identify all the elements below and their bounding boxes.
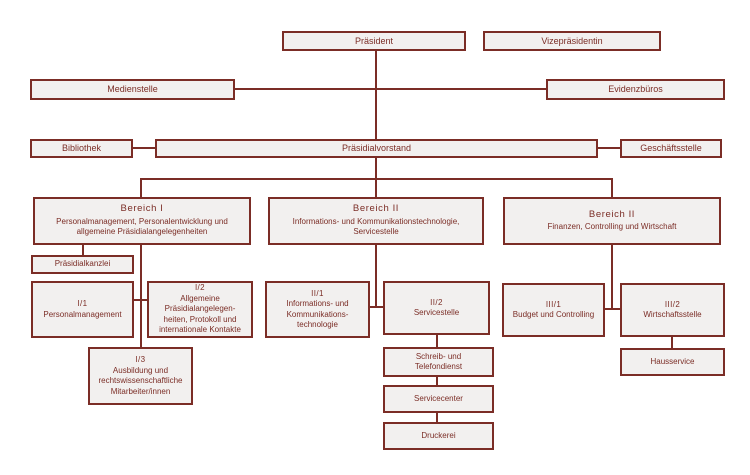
connector-servicecenter-druckerei — [436, 413, 438, 422]
connector-vorstand-bereiche — [375, 158, 377, 197]
org-box-vizepraesidentin: Vizepräsidentin — [483, 31, 661, 51]
connector-schreib-servicecenter — [436, 377, 438, 385]
connector-vorstand-geschaeftsstelle — [598, 147, 620, 149]
org-box-medienstelle: Medienstelle — [30, 79, 235, 100]
org-box-praesidialkanzlei: Präsidialkanzlei — [31, 255, 134, 274]
connector-bereichii-drop — [375, 245, 377, 308]
connector-iii1-iii2 — [605, 308, 620, 310]
org-box-praesident: Präsident — [282, 31, 466, 51]
org-box-hausservice: Hausservice — [620, 348, 725, 376]
connector-i1-i2 — [134, 299, 147, 301]
org-box-servicecenter: Servicecenter — [383, 385, 494, 413]
org-box-evidenzbueros: Evidenzbüros — [546, 79, 725, 100]
connector-bereichi-i3 — [140, 245, 142, 347]
connector-iii2-hausservice — [671, 337, 673, 348]
connector-drop-bereich-iii — [611, 178, 613, 197]
connector-ii1-ii2 — [370, 306, 383, 308]
org-box-bibliothek: Bibliothek — [30, 139, 133, 158]
connector-bereiche-horizontal — [140, 178, 613, 180]
connector-medienstelle-evidenzbueros — [235, 88, 546, 90]
connector-praesident-vorstand — [375, 51, 377, 139]
org-box-praesidialvorstand: Präsidialvorstand — [155, 139, 598, 158]
connector-drop-bereich-i — [140, 178, 142, 197]
connector-bereichiii-drop — [611, 245, 613, 309]
connector-bereichi-praesidialkanzlei — [82, 245, 84, 255]
connector-bibliothek-vorstand — [133, 147, 155, 149]
org-box-druckerei: Druckerei — [383, 422, 494, 450]
org-box-geschaeftsstelle: Geschäftsstelle — [620, 139, 722, 158]
connector-ii2-schreib — [436, 335, 438, 347]
